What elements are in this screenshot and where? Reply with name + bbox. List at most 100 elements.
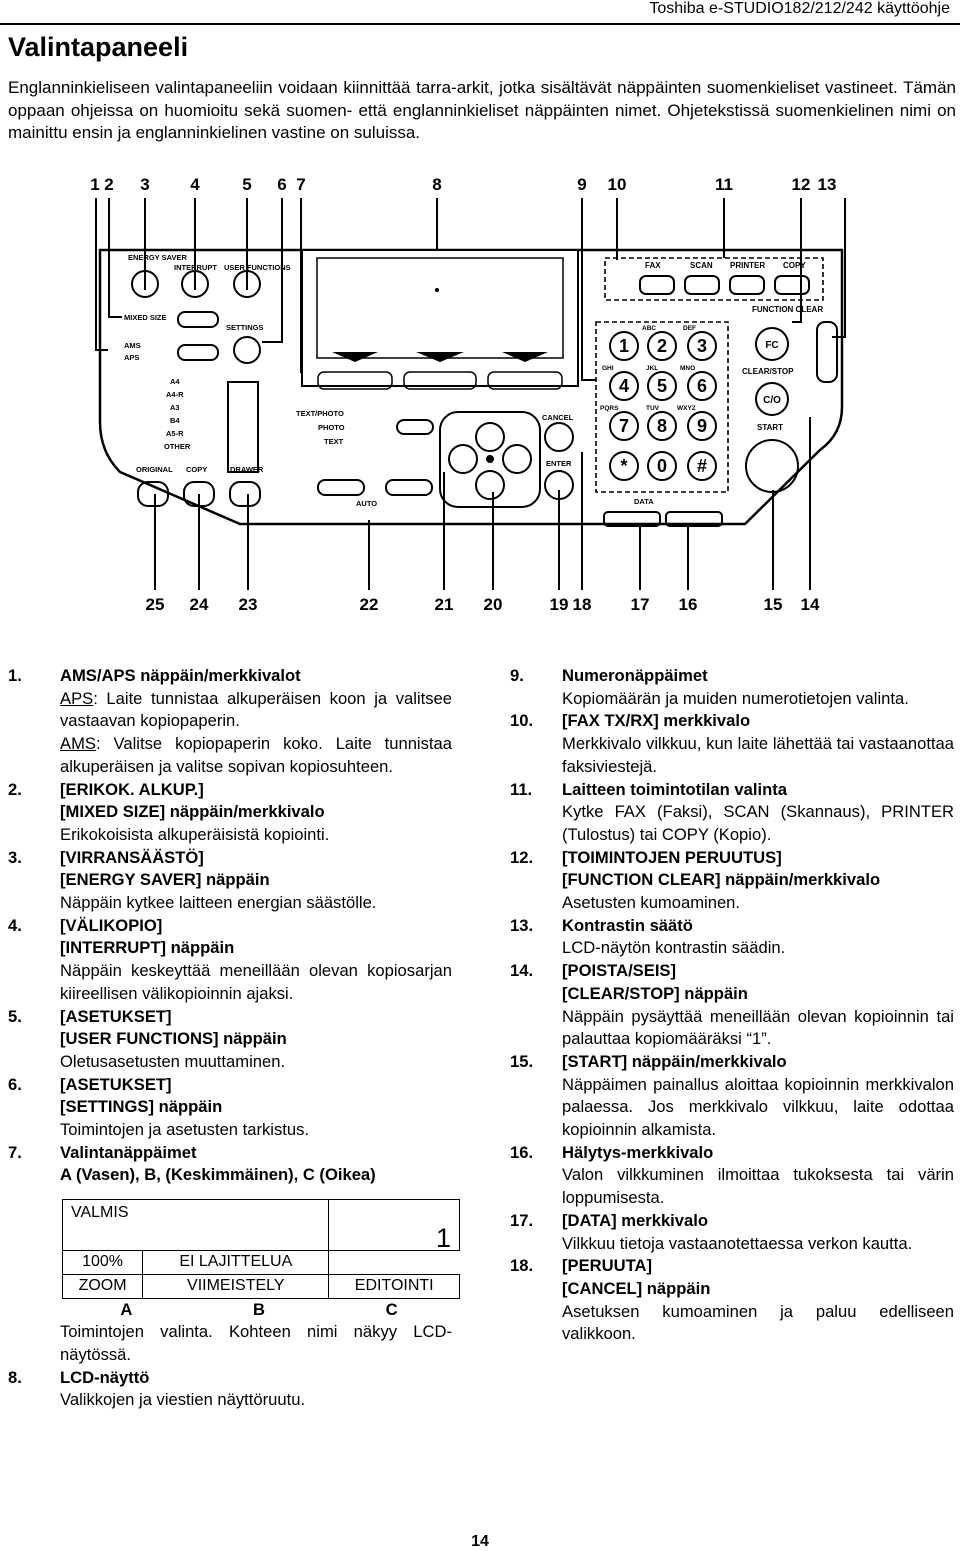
item-title: Hälytys-merkkivalo <box>562 1142 714 1162</box>
item-13: 13. Kontrastin säätö LCD-näytön kontrast… <box>510 915 954 960</box>
energy-saver-button <box>131 270 159 298</box>
key-9: 9 <box>697 416 707 436</box>
function-clear-button <box>755 327 789 361</box>
item-7-desc: Toimintojen valinta. Kohteen nimi näkyy … <box>8 1321 452 1366</box>
interrupt-button <box>181 270 209 298</box>
item-number: 17. <box>510 1210 534 1230</box>
item-3: 3. [VIRRANSÄÄSTÖ] [ENERGY SAVER] näppäin… <box>8 847 452 915</box>
callout-6: 6 <box>277 175 286 194</box>
key-hash: # <box>697 456 707 476</box>
select-key-a <box>317 371 393 390</box>
callout-19: 19 <box>550 595 569 614</box>
item-title: [VÄLIKOPIO] <box>60 915 163 935</box>
item-desc: Asetusten kumoaminen. <box>562 893 741 913</box>
intro-paragraph: Englanninkieliseen valintapaneeliin void… <box>8 78 956 142</box>
item-title-en: [FUNCTION CLEAR] näppäin/merkkivalo <box>562 870 881 890</box>
scan-mode-button <box>684 275 720 295</box>
label-text-photo: TEXT/PHOTO <box>296 409 344 418</box>
label-a: A <box>120 1299 133 1319</box>
lcd-cell: EDITOINTI <box>328 1273 460 1299</box>
callout-24: 24 <box>190 595 209 614</box>
callout-12: 12 <box>792 175 811 194</box>
mixed-size-button <box>177 311 219 328</box>
item-title: LCD-näyttö <box>60 1367 150 1387</box>
label-copy: COPY <box>783 261 806 270</box>
item-title-en: [MIXED SIZE] näppäin/merkkivalo <box>60 802 325 822</box>
item-title: [FAX TX/RX] merkkivalo <box>562 711 751 731</box>
item-title: [TOIMINTOJEN PERUUTUS] <box>562 847 782 867</box>
lcd-status: VALMIS <box>61 1199 330 1252</box>
item-desc: Näppäimen painallus aloittaa kopioinnin … <box>562 1074 954 1140</box>
label-printer: PRINTER <box>730 261 765 270</box>
label-drawer: DRAWER <box>230 465 264 474</box>
select-key-b <box>403 371 477 390</box>
key-letters-def: DEF <box>683 325 696 332</box>
manual-header: Toshiba e-STUDIO182/212/242 käyttöohje <box>649 0 950 17</box>
callout-2: 2 <box>104 175 113 194</box>
start-button <box>745 439 799 493</box>
paper-a3: A3 <box>170 403 180 412</box>
key-letters-pqrs: PQRS <box>600 405 619 412</box>
item-title-en: [ENERGY SAVER] näppäin <box>60 870 270 890</box>
label-data: DATA <box>634 497 654 506</box>
callout-21: 21 <box>435 595 454 614</box>
column-right: 9. Numeronäppäimet Kopiomäärän ja muiden… <box>510 665 954 1346</box>
item-desc: Asetuksen kumoaminen ja paluu edelliseen… <box>562 1301 954 1344</box>
label-energy-saver: ENERGY SAVER <box>128 253 187 262</box>
cancel-button <box>544 422 574 452</box>
item-number: 11. <box>510 779 533 799</box>
label-mixed-size: MIXED SIZE <box>124 313 167 322</box>
callout-23: 23 <box>239 595 258 614</box>
column-left: 1. AMS/APS näppäin/merkkivalot APS: Lait… <box>8 665 460 1412</box>
ams-aps-button <box>177 344 219 361</box>
callout-3: 3 <box>140 175 149 194</box>
fax-mode-button <box>639 275 675 295</box>
co-key: C/O <box>763 395 781 406</box>
label-original: ORIGINAL <box>136 465 173 474</box>
key-letters-wxyz: WXYZ <box>677 405 696 412</box>
item-title: [PERUUTA] <box>562 1256 653 1276</box>
key-letters-ghi: GHI <box>602 365 614 372</box>
item-desc: LCD-näytön kontrastin säädin. <box>562 938 786 958</box>
paper-b4: B4 <box>170 416 180 425</box>
lcd-example-table: VALMIS 1 100% EI LAJITTELUA ZOOM VIIMEIS… <box>61 1199 460 1299</box>
label-copy-small: COPY <box>186 465 207 474</box>
clear-stop-button <box>755 382 789 416</box>
item-desc-aps: APS: Laite tunnistaa alkuperäisen koon j… <box>60 688 452 731</box>
callout-5: 5 <box>242 175 251 194</box>
control-panel-diagram: 1 2 3 4 5 6 7 8 9 10 11 12 13 25 24 23 2… <box>90 175 846 614</box>
key-7: 7 <box>619 416 629 436</box>
item-number: 15. <box>510 1051 534 1071</box>
paper-a4r: A4-R <box>166 390 184 399</box>
item-desc-ams: AMS: Valitse kopiopaperin koko. Laite tu… <box>60 734 452 776</box>
item-title-en: A (Vasen), B, (Keskimmäinen), C (Oikea) <box>60 1165 376 1185</box>
item-number: 12. <box>510 847 534 867</box>
label-clear-stop: CLEAR/STOP <box>742 367 794 376</box>
item-title: Kontrastin säätö <box>562 915 693 935</box>
key-2: 2 <box>657 336 667 356</box>
item-14: 14. [POISTA/SEIS] [CLEAR/STOP] näppäin N… <box>510 960 954 1051</box>
item-desc: Valon vilkkuminen ilmoittaa tukoksesta t… <box>562 1165 954 1208</box>
item-number: 8. <box>8 1367 22 1387</box>
label-photo: PHOTO <box>318 423 345 432</box>
item-title-en: [SETTINGS] näppäin <box>60 1097 223 1117</box>
select-key-c <box>487 371 563 390</box>
callout-13: 13 <box>818 175 837 194</box>
item-number: 10. <box>510 711 534 731</box>
lcd-count: 1 <box>328 1199 460 1252</box>
fc-key: FC <box>765 340 778 351</box>
item-desc: Näppäin pysäyttää meneillään olevan kopi… <box>562 1006 954 1049</box>
item-title: Laitteen toimintotilan valinta <box>562 779 787 799</box>
item-number: 4. <box>8 915 22 935</box>
lcd-abc-labels: A B C <box>60 1299 458 1322</box>
item-5: 5. [ASETUKSET] [USER FUNCTIONS] näppäin … <box>8 1006 452 1074</box>
label-function-clear: FUNCTION CLEAR <box>752 305 823 314</box>
item-desc: Erikokoisista alkuperäisistä kopiointi. <box>60 824 330 844</box>
item-number: 1. <box>8 666 22 685</box>
callout-14: 14 <box>801 595 820 614</box>
contrast-dial <box>816 321 838 383</box>
label-auto: AUTO <box>356 499 377 508</box>
item-17: 17. [DATA] merkkivalo Vilkkuu tietoja va… <box>510 1210 954 1255</box>
page-number: 14 <box>471 1533 489 1550</box>
item-number: 7. <box>8 1142 22 1162</box>
